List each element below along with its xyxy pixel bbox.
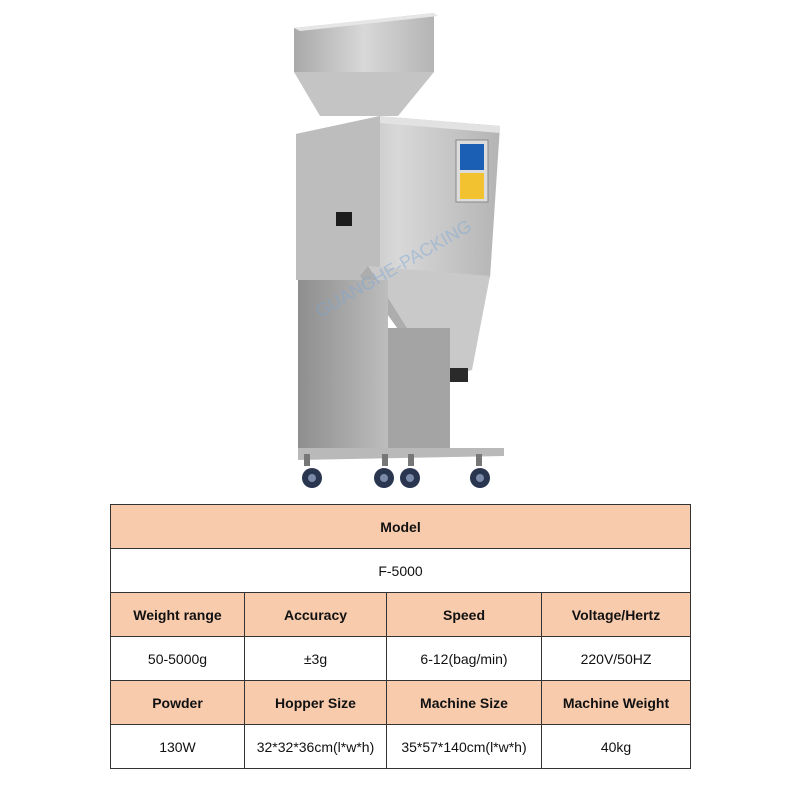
spec-header-row: Weight range Accuracy Speed Voltage/Hert… <box>110 592 692 637</box>
accuracy-header: Accuracy <box>244 592 387 637</box>
base-frame <box>298 448 504 466</box>
speed-header: Speed <box>386 592 542 637</box>
powder-header: Powder <box>110 680 245 725</box>
speed-value: 6-12(bag/min) <box>386 636 542 681</box>
machine-body <box>296 116 500 280</box>
powder-value: 130W <box>110 724 245 769</box>
machine-weight-value: 40kg <box>540 724 692 769</box>
spec-table: Model F-5000 Weight range Accuracy Speed… <box>109 504 692 769</box>
spec-header-row: Powder Hopper Size Machine Size Machine … <box>110 680 692 725</box>
machine-weight-header: Machine Weight <box>540 680 692 725</box>
hopper-size-value: 32*32*36cm(l*w*h) <box>244 724 387 769</box>
spec-value-row: 50-5000g ±3g 6-12(bag/min) 220V/50HZ <box>110 636 692 681</box>
caster-wheel <box>302 468 322 488</box>
caster-wheel <box>400 468 420 488</box>
weight-range-value: 50-5000g <box>110 636 245 681</box>
caster-wheel <box>470 468 490 488</box>
product-image: GUANGHE-PACKING <box>280 8 520 493</box>
hopper <box>294 13 438 116</box>
model-label: Model <box>109 504 692 549</box>
spec-value-row: 130W 32*32*36cm(l*w*h) 35*57*140cm(l*w*h… <box>110 724 692 769</box>
hopper-size-header: Hopper Size <box>244 680 387 725</box>
voltage-value: 220V/50HZ <box>540 636 692 681</box>
model-header-row: Model <box>109 504 692 549</box>
caster-wheel <box>374 468 394 488</box>
model-value-row: F-5000 <box>109 548 692 593</box>
accuracy-value: ±3g <box>244 636 387 681</box>
machine-size-value: 35*57*140cm(l*w*h) <box>386 724 542 769</box>
model-value: F-5000 <box>109 548 692 593</box>
machine-size-header: Machine Size <box>386 680 542 725</box>
voltage-header: Voltage/Hertz <box>540 592 692 637</box>
weight-range-header: Weight range <box>110 592 245 637</box>
control-panel <box>455 139 489 203</box>
support-column <box>298 280 450 450</box>
